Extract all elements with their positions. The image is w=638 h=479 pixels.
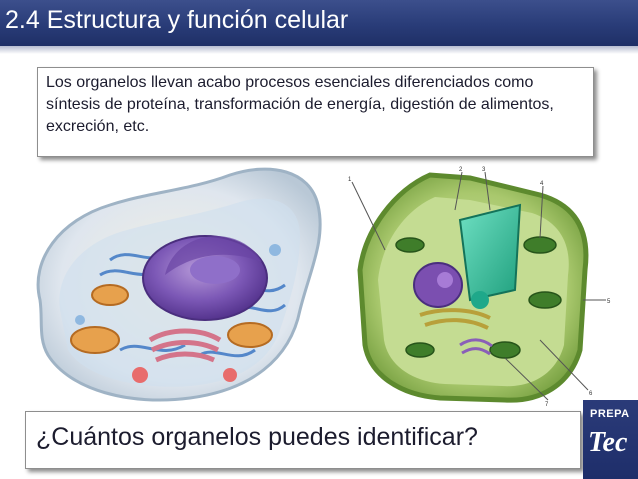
animal-cell-image (36, 167, 322, 402)
plant-label-2: 2 (459, 167, 463, 173)
info-box: Los organelos llevan acabo procesos esen… (37, 67, 594, 157)
cell-illustrations: 1 2 3 4 5 6 7 (36, 167, 611, 408)
plant-label-5: 5 (607, 299, 611, 305)
slide-title: 2.4 Estructura y función celular (5, 6, 349, 34)
prepa-tec-logo (583, 400, 638, 479)
plant-label-3: 3 (482, 167, 486, 173)
info-text: Los organelos llevan acabo procesos esen… (46, 74, 554, 135)
plant-label-1: 1 (348, 177, 352, 183)
question-text: ¿Cuántos organelos puedes identificar? (36, 423, 478, 451)
logo-tec-text: Tec (588, 427, 628, 458)
plant-label-7: 7 (545, 402, 549, 408)
title-bar-shadow (0, 46, 638, 54)
question-box: ¿Cuántos organelos puedes identificar? (25, 411, 581, 469)
logo-prepa-text: PREPA (590, 408, 630, 420)
plant-cell-image: 1 2 3 4 5 6 7 (348, 167, 611, 408)
plant-label-4: 4 (540, 181, 544, 187)
plant-label-6: 6 (589, 391, 593, 397)
title-bar: 2.4 Estructura y función celular (0, 0, 638, 46)
